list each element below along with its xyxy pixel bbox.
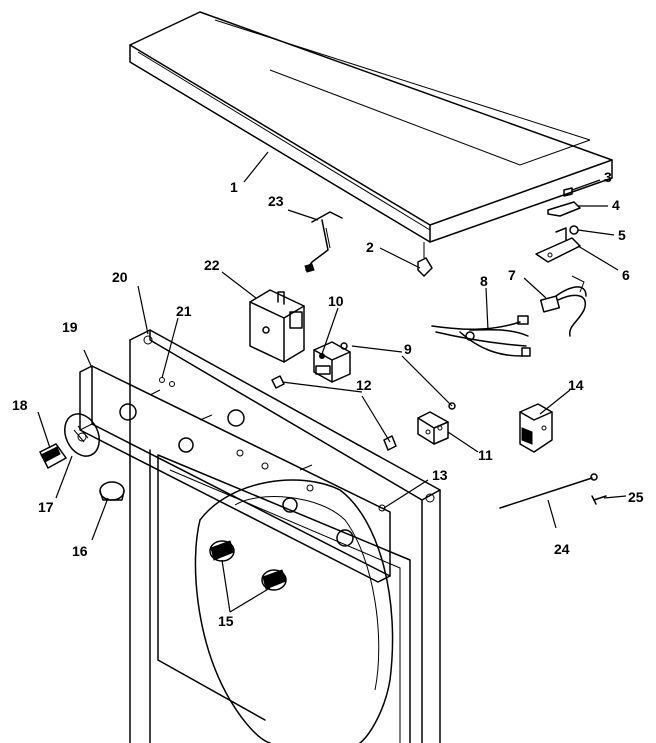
leader-lines bbox=[37, 151, 627, 613]
callout-17: 17 bbox=[38, 499, 54, 515]
callout-25: 25 bbox=[628, 489, 644, 505]
callout-15: 15 bbox=[218, 613, 234, 629]
callout-14: 14 bbox=[568, 377, 584, 393]
callout-10: 10 bbox=[328, 293, 344, 309]
harness-7 bbox=[539, 275, 587, 337]
callout-11: 11 bbox=[478, 447, 493, 463]
screw-25 bbox=[591, 495, 607, 505]
timer bbox=[249, 289, 305, 363]
screw-21 bbox=[159, 377, 165, 383]
callout-6: 6 bbox=[622, 267, 630, 283]
switch-14 bbox=[519, 403, 553, 453]
knob-cap bbox=[99, 481, 125, 501]
callout-8: 8 bbox=[480, 273, 488, 289]
callout-18: 18 bbox=[12, 397, 28, 413]
screw-9a bbox=[340, 342, 348, 350]
callout-19: 19 bbox=[62, 319, 78, 335]
callout-23: 23 bbox=[268, 193, 284, 209]
hinge-6 bbox=[535, 227, 581, 263]
wire-clip-23 bbox=[304, 211, 343, 273]
knob-skirt bbox=[64, 413, 100, 457]
front-console-frame bbox=[129, 329, 441, 743]
top-panel bbox=[129, 11, 613, 243]
screw-3 bbox=[563, 187, 573, 197]
bracket-4 bbox=[547, 201, 581, 217]
callout-9: 9 bbox=[404, 341, 412, 357]
callout-21: 21 bbox=[176, 303, 192, 319]
knob-left bbox=[209, 540, 235, 562]
screw-9b bbox=[448, 402, 456, 410]
clip-12b bbox=[383, 435, 397, 451]
spring-5 bbox=[569, 225, 579, 235]
callout-2: 2 bbox=[366, 239, 374, 255]
screw-21b bbox=[169, 381, 175, 387]
rod-24 bbox=[499, 473, 598, 509]
callout-13: 13 bbox=[432, 467, 448, 483]
callout-4: 4 bbox=[612, 197, 620, 213]
control-bezel bbox=[79, 365, 391, 583]
selector-knob bbox=[38, 443, 68, 470]
door-opening bbox=[194, 479, 394, 743]
callout-12: 12 bbox=[356, 377, 372, 393]
harness-8 bbox=[431, 315, 531, 357]
callout-labels: 1 2 3 4 5 6 7 8 9 10 11 12 13 14 15 16 1… bbox=[12, 169, 644, 629]
callout-22: 22 bbox=[204, 257, 220, 273]
callout-3: 3 bbox=[604, 169, 612, 185]
callout-5: 5 bbox=[618, 227, 626, 243]
callout-24: 24 bbox=[554, 541, 570, 557]
callout-20: 20 bbox=[112, 269, 128, 285]
switch-11 bbox=[417, 411, 449, 445]
clip-12a bbox=[271, 375, 285, 389]
switch-10 bbox=[313, 341, 351, 383]
callout-16: 16 bbox=[72, 543, 88, 559]
callout-1: 1 bbox=[230, 179, 238, 195]
callout-7: 7 bbox=[508, 267, 516, 283]
knob-right bbox=[261, 569, 287, 591]
hinge-clip bbox=[417, 242, 433, 277]
